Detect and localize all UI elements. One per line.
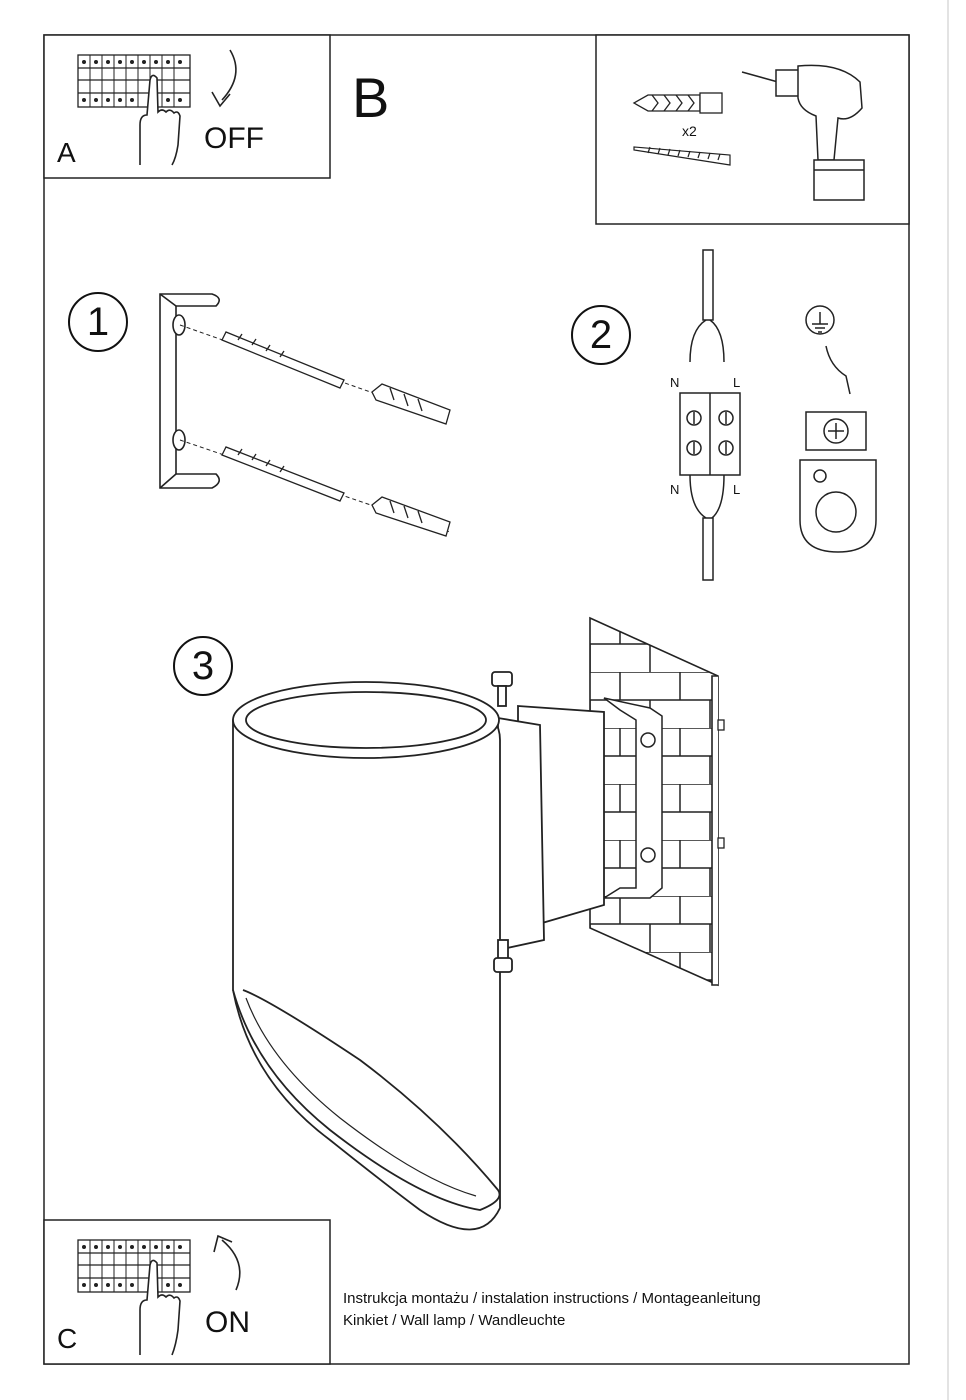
outer-frame bbox=[43, 34, 910, 1365]
wall-lamp-icon bbox=[232, 671, 605, 1231]
wall-plug-icon bbox=[632, 92, 723, 114]
panel-b-letter: B bbox=[352, 66, 390, 129]
screw-icon bbox=[633, 146, 731, 166]
step-3-number: 3 bbox=[173, 636, 233, 696]
arrow-up-icon bbox=[221, 1239, 241, 1291]
wire-label-n-bottom: N bbox=[670, 482, 680, 497]
hand-icon bbox=[139, 74, 181, 166]
terminal-block-icon bbox=[679, 249, 741, 581]
hand-icon bbox=[139, 1259, 181, 1356]
breaker-panel-icon bbox=[77, 54, 191, 108]
footer-line-2: Kinkiet / Wall lamp / Wandleuchte bbox=[343, 1312, 566, 1329]
wire-label-l-top: L bbox=[733, 375, 741, 390]
hardware-quantity: x2 bbox=[682, 123, 697, 139]
wire-label-l-bottom: L bbox=[733, 482, 741, 497]
screw-icon bbox=[221, 331, 345, 502]
footer-line-1: Instrukcja montażu / instalation instruc… bbox=[343, 1290, 761, 1307]
ground-clamp-icon bbox=[799, 411, 877, 553]
ground-symbol-icon bbox=[805, 305, 851, 395]
panel-a-letter: A bbox=[57, 137, 76, 168]
panel-a-action: OFF bbox=[204, 122, 264, 155]
panel-c-letter: C bbox=[57, 1323, 78, 1354]
wire-label-n-top: N bbox=[670, 375, 680, 390]
wall-plug-icon bbox=[371, 383, 451, 537]
step-1-number: 1 bbox=[68, 292, 128, 352]
bracket-icon bbox=[159, 293, 220, 489]
panel-c-action: ON bbox=[205, 1306, 250, 1339]
step-2-number: 2 bbox=[571, 305, 631, 365]
drill-icon bbox=[741, 64, 865, 201]
arrow-down-icon bbox=[221, 49, 237, 101]
breaker-panel-icon bbox=[77, 1239, 191, 1293]
